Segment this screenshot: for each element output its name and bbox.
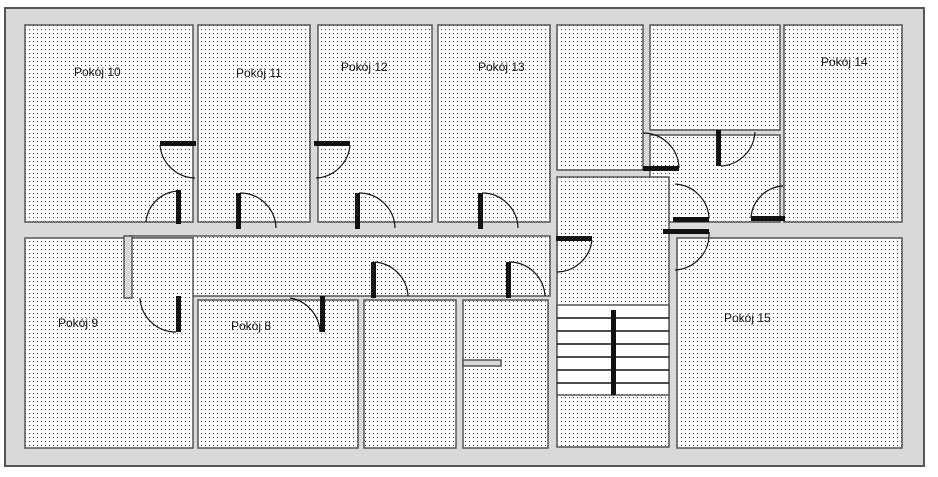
room-8-label: Pokój 8 — [231, 319, 271, 333]
doors — [139, 130, 785, 333]
bathroom-left — [556, 24, 644, 171]
room-13 — [437, 24, 551, 223]
room-13-label: Pokój 13 — [478, 60, 525, 74]
storage-a — [363, 299, 457, 449]
room-14-label: Pokój 14 — [821, 55, 868, 69]
room-11 — [197, 24, 311, 223]
room-12 — [317, 24, 433, 223]
hall-right-upper — [649, 134, 781, 223]
storage-b — [462, 299, 549, 449]
bathroom-middle — [649, 24, 781, 131]
room-15 — [676, 237, 903, 449]
room-9-label: Pokój 9 — [58, 316, 98, 330]
room-12-label: Pokój 12 — [341, 60, 388, 74]
room-10 — [24, 24, 194, 223]
corridor — [129, 235, 551, 297]
staircase — [556, 304, 670, 396]
room-14 — [783, 24, 903, 223]
room-15-label: Pokój 15 — [724, 311, 771, 325]
wall-stub — [462, 359, 502, 367]
room-8 — [197, 299, 359, 449]
room-9 — [24, 237, 194, 449]
room-11-label: Pokój 11 — [236, 66, 282, 80]
wall-bump — [123, 235, 133, 299]
room-10-label: Pokój 10 — [74, 65, 121, 79]
